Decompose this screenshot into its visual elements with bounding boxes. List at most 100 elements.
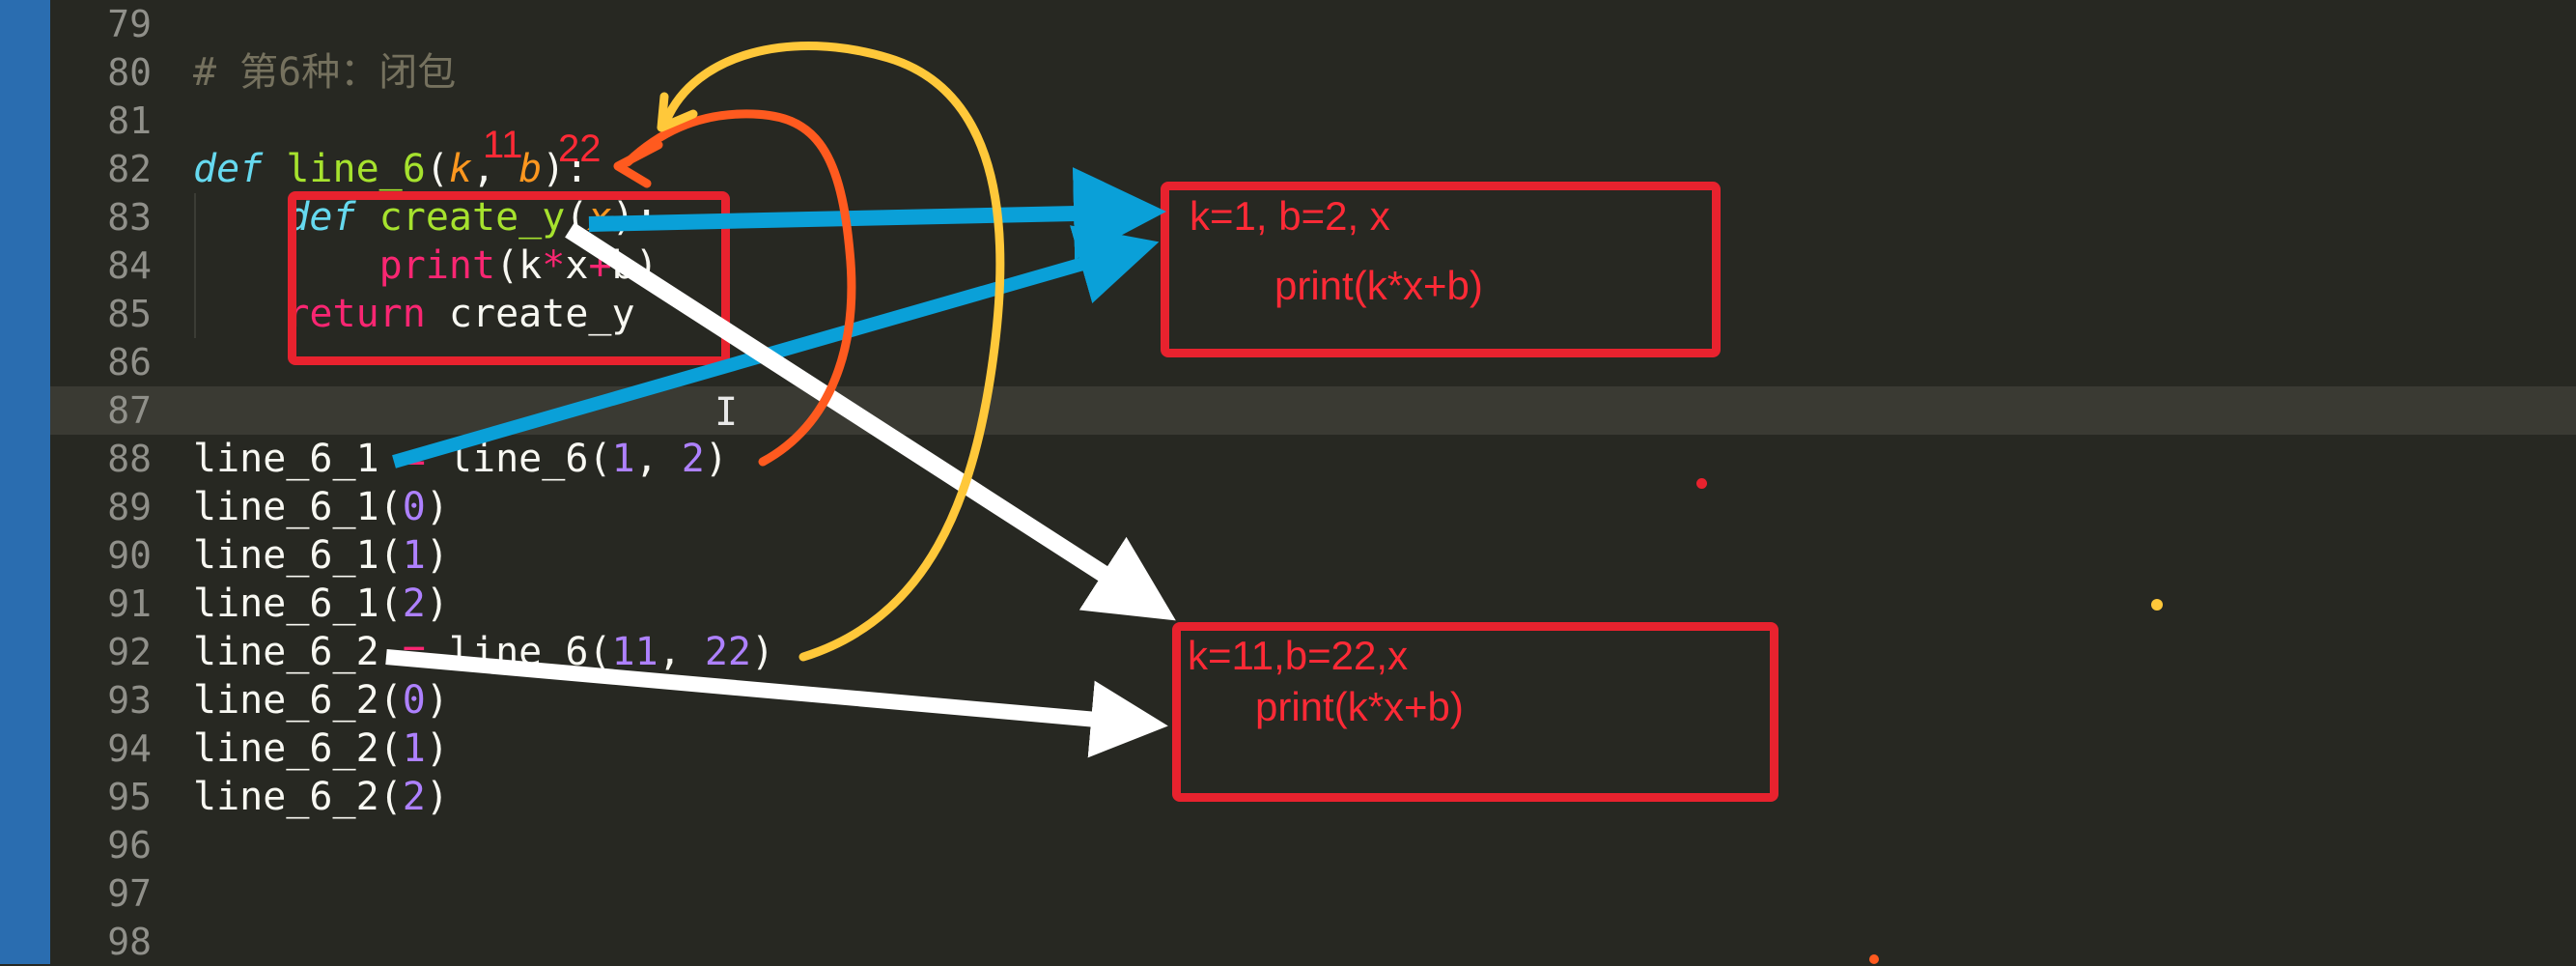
annotation-value-k: 11 [483, 124, 523, 166]
code-text: x [565, 243, 589, 288]
operator: * [542, 243, 566, 288]
code-text: line_6_1( [193, 582, 403, 626]
line-number: 85 [107, 293, 152, 335]
line-number: 89 [107, 486, 152, 528]
comma: , [658, 630, 705, 674]
paren: ) [704, 437, 728, 481]
line-number: 90 [107, 534, 152, 577]
paren: ) [425, 726, 449, 771]
line-number: 83 [107, 196, 152, 239]
line-number: 98 [107, 921, 152, 963]
paren: ) [751, 630, 775, 674]
code-line-80[interactable]: # 第6种：闭包 [193, 48, 456, 97]
code-text: line_6_2( [193, 678, 403, 723]
annotation-box-second-closure [1172, 622, 1778, 802]
function-name: create_y [378, 195, 566, 240]
number: 0 [402, 678, 426, 723]
paren: ) [425, 533, 449, 578]
code-text: create_y [425, 292, 635, 336]
annotation-box2-line1: k=11,b=22,x [1188, 633, 1409, 678]
number: 11 [611, 630, 658, 674]
code-text: line_6_1( [193, 533, 403, 578]
number: 22 [704, 630, 752, 674]
code-line-93[interactable]: line_6_2(0) [193, 676, 449, 724]
orange-dot [1869, 954, 1879, 964]
line-number-gutter [50, 0, 166, 964]
param-b: b [518, 147, 543, 191]
line-number: 92 [107, 631, 152, 673]
code-text: line_6_2( [193, 775, 403, 819]
line-number: 80 [107, 51, 152, 94]
code-text: line_6_1( [193, 485, 403, 529]
code-line-90[interactable]: line_6_1(1) [193, 531, 449, 580]
code-line-84[interactable]: print(k*x+b) [193, 242, 658, 290]
line-number: 91 [107, 582, 152, 625]
line-number: 93 [107, 679, 152, 722]
yellow-arrowhead [657, 92, 698, 132]
annotation-box-inner-function [288, 191, 730, 365]
code-line-95[interactable]: line_6_2(2) [193, 773, 449, 821]
white-arrow-to-box2 [565, 222, 1176, 621]
code-line-85[interactable]: return create_y [193, 290, 635, 338]
line-number: 88 [107, 438, 152, 480]
number: 1 [402, 726, 426, 771]
indent-guide [194, 193, 196, 338]
current-line-highlight [50, 386, 2576, 435]
text-cursor-icon: I [714, 390, 739, 435]
param-k: k [448, 147, 473, 191]
number: 2 [402, 582, 426, 626]
annotation-value-b: 22 [558, 128, 602, 170]
paren: ) [425, 582, 449, 626]
orange-arrowhead [613, 140, 663, 188]
line-number: 94 [107, 727, 152, 770]
line-number: 84 [107, 244, 152, 287]
paren: ) [425, 775, 449, 819]
keyword-def: def [193, 147, 264, 191]
number: 1 [611, 437, 635, 481]
yellow-arrow [661, 42, 1005, 662]
code-text: line_6_1 [193, 437, 403, 481]
line-number: 96 [107, 824, 152, 867]
code-line-94[interactable]: line_6_2(1) [193, 724, 449, 773]
line-number: 97 [107, 872, 152, 915]
comment: # 第6种：闭包 [193, 50, 457, 95]
keyword-def: def [286, 195, 356, 240]
activity-bar [0, 0, 50, 964]
paren: ) [425, 485, 449, 529]
line-number: 79 [107, 3, 152, 45]
line-number: 82 [107, 148, 152, 190]
paren: ( [425, 147, 449, 191]
number: 2 [402, 775, 426, 819]
builtin-print: print [378, 243, 496, 288]
code-text: line_6_2( [193, 726, 403, 771]
code-line-82[interactable]: def line_6(k, b): [193, 145, 588, 193]
orange-arrow [623, 109, 856, 467]
number: 2 [681, 437, 705, 481]
code-line-91[interactable]: line_6_1(2) [193, 580, 449, 628]
blue-arrow-create-y [588, 167, 1166, 261]
comma: , [472, 147, 519, 191]
number: 0 [402, 485, 426, 529]
white-arrow-line-6-2 [385, 649, 1168, 758]
comma: , [634, 437, 682, 481]
keyword-return: return [286, 292, 426, 336]
function-name: line_6 [286, 147, 426, 191]
code-line-83[interactable]: def create_y(x): [193, 193, 658, 242]
paren: ) [425, 678, 449, 723]
line-number: 87 [107, 389, 152, 432]
code-text: (k [495, 243, 543, 288]
annotation-box2-line2: print(k*x+b) [1255, 684, 1464, 729]
annotation-box1-line1: k=1, b=2, x [1190, 193, 1390, 239]
annotation-box1-line2: print(k*x+b) [1274, 263, 1483, 308]
code-line-89[interactable]: line_6_1(0) [193, 483, 449, 531]
number: 1 [402, 533, 426, 578]
line-number: 95 [107, 776, 152, 818]
red-dot [1696, 478, 1707, 489]
annotation-box-first-closure [1161, 182, 1721, 357]
line-number: 81 [107, 99, 152, 142]
paren-colon: ): [542, 147, 589, 191]
line-number: 86 [107, 341, 152, 384]
code-text: line_6_2 [193, 630, 403, 674]
yellow-dot [2151, 599, 2163, 611]
